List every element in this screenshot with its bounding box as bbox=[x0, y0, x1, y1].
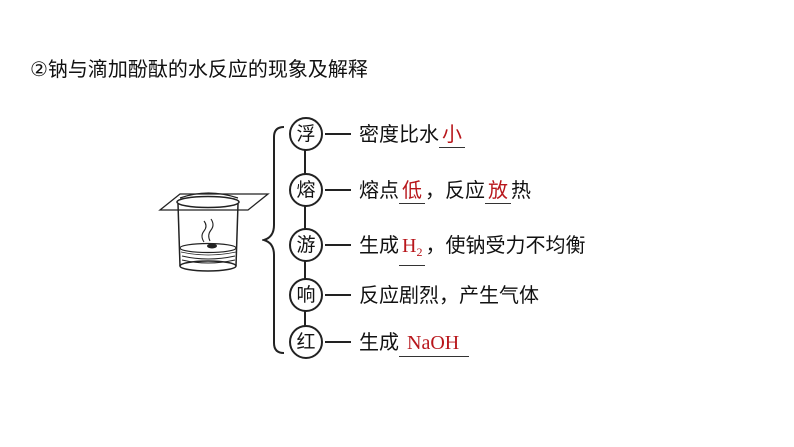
text: 生成 bbox=[359, 330, 399, 354]
circle-label: 响 bbox=[289, 278, 323, 312]
explanation: 反应剧烈，产生气体 bbox=[359, 279, 539, 311]
text: ，使钠受力不均衡 bbox=[425, 233, 586, 257]
dash bbox=[325, 189, 351, 191]
text: ，反应 bbox=[425, 178, 485, 202]
text: 密度比水 bbox=[359, 122, 439, 146]
dash bbox=[325, 341, 351, 343]
answer-blank: 小 bbox=[439, 121, 465, 148]
circle-label: 红 bbox=[289, 325, 323, 359]
answer-blank: 放 bbox=[485, 177, 511, 204]
answer-blank: 低 bbox=[399, 177, 425, 204]
answer-blank: H2 bbox=[399, 233, 426, 266]
text: 反应剧烈，产生气体 bbox=[359, 283, 539, 307]
formula-symbol: H bbox=[402, 235, 417, 257]
curly-brace bbox=[262, 126, 285, 354]
circle-label: 游 bbox=[289, 228, 323, 262]
explanation: 熔点低，反应放热 bbox=[359, 174, 531, 206]
text: 熔点 bbox=[359, 178, 399, 202]
circle-label: 熔 bbox=[289, 173, 323, 207]
explanation: 密度比水小 bbox=[359, 118, 465, 150]
section-title: ②钠与滴加酚酞的水反应的现象及解释 bbox=[30, 57, 368, 81]
text: 热 bbox=[511, 178, 531, 202]
circle-label: 浮 bbox=[289, 117, 323, 151]
dash bbox=[325, 244, 351, 246]
dash bbox=[325, 133, 351, 135]
answer-blank: NaOH bbox=[399, 330, 470, 357]
text: 生成 bbox=[359, 233, 399, 257]
dash bbox=[325, 294, 351, 296]
formula-subscript: 2 bbox=[416, 245, 423, 259]
beaker-illustration bbox=[158, 192, 270, 272]
